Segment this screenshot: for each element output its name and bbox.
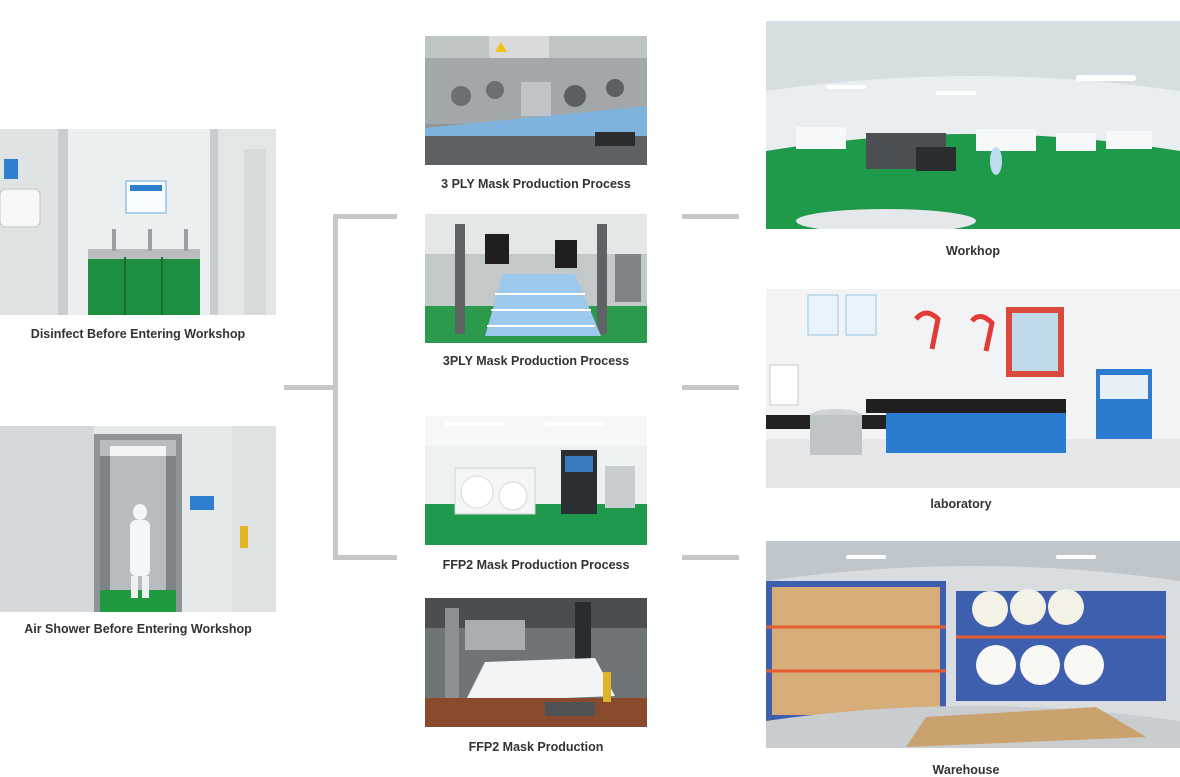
connector-bracket-vertical [333,214,338,560]
ply3-process-b-caption: 3PLY Mask Production Process [442,354,630,368]
laboratory-photo [766,289,1180,488]
disinfect-caption: Disinfect Before Entering Workshop [30,327,246,341]
disinfect-photo [0,129,276,315]
connector-left-stub [284,385,334,390]
connector-bracket-top [333,214,397,219]
connector-right-middle [682,385,739,390]
ffp2-process-caption: FFP2 Mask Production Process [442,558,630,572]
ffp2-production-caption: FFP2 Mask Production [468,740,604,754]
workshop-photo [766,21,1180,229]
warehouse-caption: Warehouse [932,763,1000,777]
air-shower-caption: Air Shower Before Entering Workshop [24,622,252,636]
workshop-caption: Workhop [946,244,1000,258]
warehouse-photo [766,541,1180,748]
ffp2-production-photo [425,598,647,727]
ffp2-process-photo [425,416,647,545]
air-shower-photo [0,426,276,612]
ply3-process-photo [425,36,647,165]
connector-right-top [682,214,739,219]
ply3-process-caption: 3 PLY Mask Production Process [441,177,631,191]
connector-bracket-bottom [333,555,397,560]
laboratory-caption: laboratory [930,497,992,511]
connector-right-bottom [682,555,739,560]
ply3-process-b-photo [425,214,647,343]
